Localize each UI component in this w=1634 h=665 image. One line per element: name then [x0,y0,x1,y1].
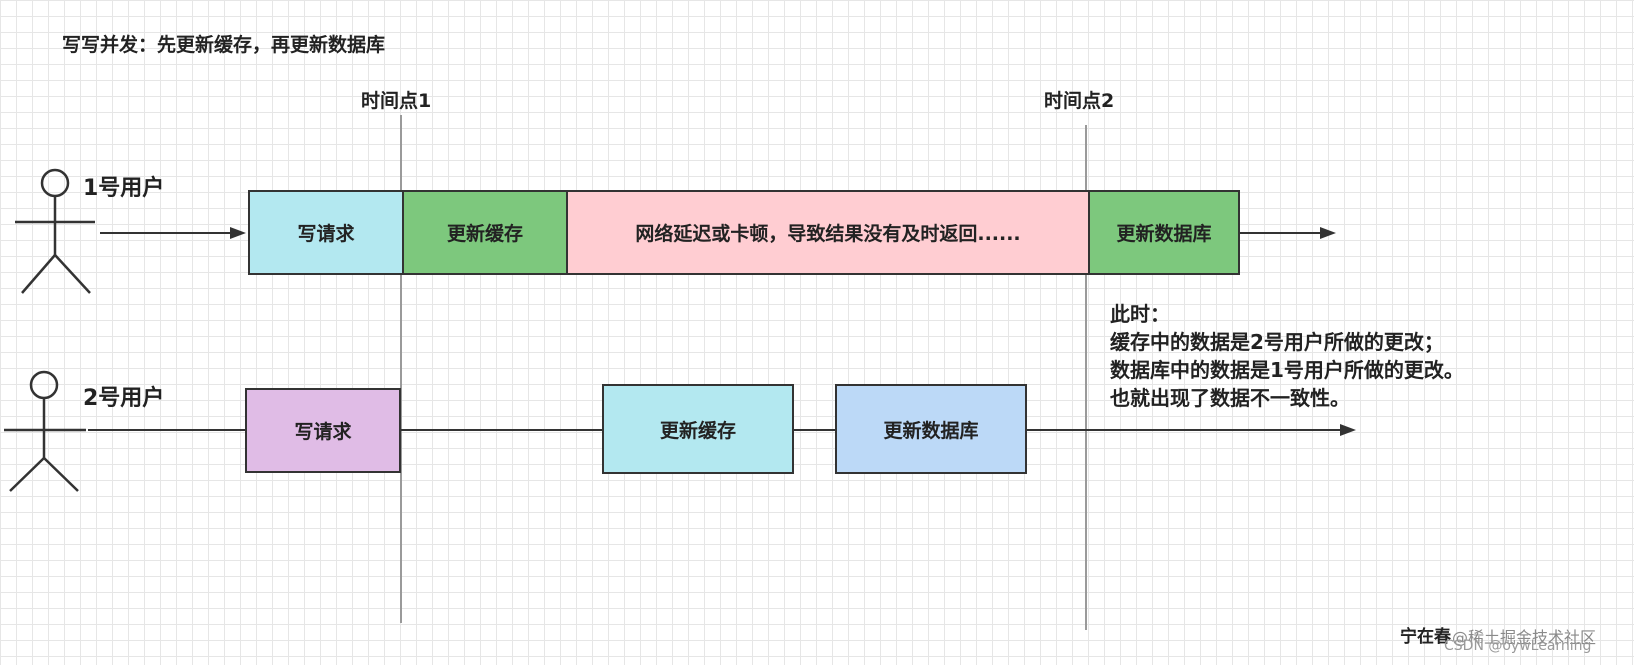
user-2-write-request-box: 写请求 [245,388,401,473]
user-2-update-database-box: 更新数据库 [835,384,1027,474]
user-1-stick-figure-icon [15,168,95,294]
note-line-3: 数据库中的数据是1号用户所做的更改。 [1110,358,1464,382]
user-1-timeline-end [1240,232,1322,234]
author-label: 宁在春 [1400,627,1451,647]
diagram-title: 写写并发：先更新缓存，再更新数据库 [62,34,386,56]
user-1-network-delay-box: 网络延迟或卡顿，导致结果没有及时返回...... [566,190,1090,275]
user-1-update-database-box: 更新数据库 [1088,190,1240,275]
user-1-write-request-box: 写请求 [248,190,404,275]
time-point-2-label: 时间点2 [1044,90,1115,112]
user-2-update-cache-box: 更新缓存 [602,384,794,474]
user-2-connector-2 [794,429,836,431]
user-2-label: 2号用户 [83,386,165,411]
user-2-arrow-out-icon [1340,424,1356,436]
time-point-2-line [1085,125,1087,630]
csdn-watermark: CSDN @oywLearning [1444,638,1592,654]
user-2-connector-1 [401,429,603,431]
juejin-watermark: @稀土掘金技术社区 [1452,628,1597,647]
user-1-arrow-out-icon [1320,227,1336,239]
user-2-timeline-start [88,429,246,431]
user-1-arrow-in-icon [230,227,246,239]
user-1-timeline-start [100,232,232,234]
note-line-1: 此时： [1110,302,1170,326]
note-line-4: 也就出现了数据不一致性。 [1110,386,1350,410]
time-point-1-line [400,115,402,623]
user-1-update-cache-box: 更新缓存 [402,190,568,275]
note-line-2: 缓存中的数据是2号用户所做的更改； [1110,330,1444,354]
user-2-timeline-end [1027,429,1343,431]
inconsistency-note: 此时： 缓存中的数据是2号用户所做的更改； 数据库中的数据是1号用户所做的更改。… [1110,300,1464,412]
user-2-stick-figure-icon [4,370,86,492]
user-1-label: 1号用户 [83,176,165,201]
time-point-1-label: 时间点1 [361,90,432,112]
